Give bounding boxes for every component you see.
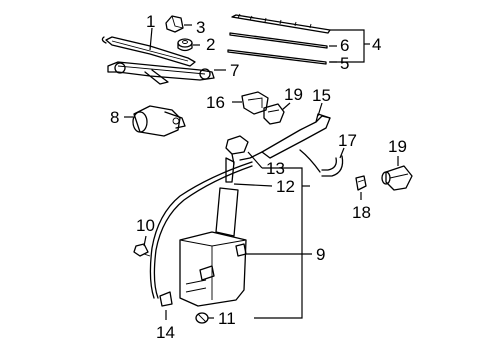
callout-9: 9 — [316, 245, 325, 264]
callout-8: 8 — [110, 108, 119, 127]
washer-nozzle-16 — [241, 91, 269, 115]
wiper-motor — [132, 105, 186, 137]
callout-3: 3 — [196, 18, 205, 37]
washer-nozzle-19a — [263, 103, 285, 125]
callout-13: 13 — [266, 159, 285, 178]
callout-7: 7 — [230, 61, 239, 80]
callout-19-center: 19 — [284, 85, 303, 104]
leader-bracket-11-13 — [254, 167, 303, 319]
wiper-blade-rubber-6 — [229, 32, 328, 49]
callout-1: 1 — [146, 12, 155, 31]
leader-10 — [143, 235, 147, 247]
callout-4: 4 — [372, 35, 381, 54]
callout-6: 6 — [340, 36, 349, 55]
filler-tube — [215, 157, 239, 237]
wiper-arm — [101, 36, 196, 67]
wiper-blade-upper — [231, 13, 331, 34]
pivot-cap — [165, 15, 184, 33]
clip-14 — [159, 291, 173, 307]
callout-18: 18 — [352, 203, 371, 222]
long-hose — [149, 161, 253, 299]
leader-15 — [317, 102, 323, 117]
washer-hose — [239, 113, 331, 173]
long-hose-inner — [153, 165, 253, 299]
hose-17 — [321, 155, 344, 177]
washer-nozzle-19b — [381, 165, 413, 191]
cap-11 — [195, 312, 209, 324]
callout-12: 12 — [276, 177, 295, 196]
callout-14: 14 — [156, 323, 175, 342]
leader-12 — [233, 183, 273, 187]
callout-5: 5 — [340, 54, 349, 73]
callout-11: 11 — [218, 309, 236, 328]
callout-16: 16 — [206, 93, 225, 112]
callout-15: 15 — [312, 86, 331, 105]
wiper-linkage — [107, 61, 215, 85]
leader-4-bracket — [330, 29, 365, 63]
washer-reservoir — [179, 231, 247, 307]
callout-10: 10 — [136, 216, 155, 235]
callout-17: 17 — [338, 131, 357, 150]
callout-19-right: 19 — [388, 137, 407, 156]
leader-19a — [281, 102, 291, 111]
pivot-nut — [177, 38, 193, 52]
leader-13 — [247, 151, 263, 169]
bolt-10 — [133, 243, 151, 257]
leader-1 — [149, 27, 153, 51]
callout-2: 2 — [206, 35, 215, 54]
leader-17 — [339, 147, 345, 159]
clip-18 — [355, 175, 367, 191]
wiper-blade-rubber-5 — [227, 49, 327, 65]
